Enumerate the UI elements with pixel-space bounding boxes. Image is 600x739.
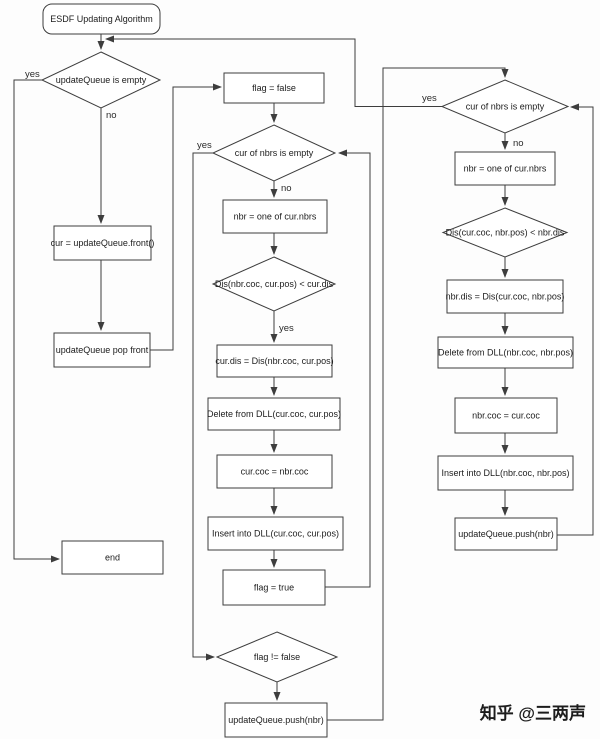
node-right-push-nbr: updateQueue.push(nbr) [454, 517, 558, 551]
edge-pop-front-to-flag-false [150, 83, 222, 351]
flag-true-box-shape [222, 569, 326, 606]
right-push-label: updateQueue.push(nbr) [458, 529, 554, 539]
node-mid-push-nbr: updateQueue.push(nbr) [224, 702, 328, 738]
node-pop-front: updateQueue pop front [53, 332, 151, 368]
cur-dis-label: cur.dis = Dis(nbr.coc, cur.pos) [215, 356, 333, 366]
node-start: ESDF Updating Algorithm [42, 3, 161, 35]
right-delete-label: Delete from DLL(nbr.coc, nbr.pos) [438, 348, 573, 358]
label-mid-nbrs-yes: yes [197, 140, 212, 151]
mid-push-label: updateQueue.push(nbr) [228, 715, 324, 725]
edge-push-mid-loop-to-right-nbrs [327, 67, 509, 721]
node-right-nbr-coc: nbr.coc = cur.coc [454, 397, 558, 434]
nbr-dis-box-shape [446, 279, 564, 314]
node-mid-flag-false: flag = false [223, 72, 325, 104]
flag-check-diamond-shape [215, 631, 339, 683]
cur-dis-box-shape [216, 344, 333, 378]
label-right-nbrs-no: no [513, 138, 524, 149]
start-terminator-shape [42, 3, 161, 35]
label-mid-dis-yes: yes [279, 323, 294, 334]
mid-delete-box-shape [207, 397, 341, 431]
node-mid-dis-decision: Dis(nbr.coc, cur.pos) < cur.dis [211, 256, 337, 312]
right-nbr-one-box-shape [454, 151, 556, 186]
end-label: end [105, 553, 120, 563]
mid-nbrs-label: cur of nbrs is empty [235, 148, 314, 158]
mid-dis-label: Dis(nbr.coc, cur.pos) < cur.dis [215, 279, 334, 289]
cur-coc-label: cur.coc = nbr.coc [241, 467, 309, 477]
right-insert-box-shape [437, 455, 574, 491]
flag-true-label: flag = true [254, 583, 294, 593]
mid-delete-label: Delete from DLL(cur.coc, cur.pos) [207, 409, 341, 419]
mid-dis-diamond-shape [211, 256, 337, 312]
flag-check-label: flag != false [254, 652, 300, 662]
edge-right-nbrs-yes-loop-to-top [105, 35, 442, 107]
node-end: end [61, 540, 164, 575]
flag-false-box-shape [223, 72, 325, 104]
end-box-shape [61, 540, 164, 575]
node-mid-flag-check-decision: flag != false [215, 631, 339, 683]
node-right-nbr-one: nbr = one of cur.nbrs [454, 151, 556, 186]
edges [13, 34, 594, 721]
mid-insert-label: Insert into DLL(cur.coc, cur.pos) [212, 529, 339, 539]
right-dis-label: Dis(cur.coc, nbr.pos) < nbr.dis [446, 228, 565, 238]
mid-nbrs-diamond-shape [211, 124, 337, 182]
node-mid-delete-dll: Delete from DLL(cur.coc, cur.pos) [207, 397, 341, 431]
branch-labels: yes no yes no yes yes no [25, 69, 524, 334]
right-nbr-one-label: nbr = one of cur.nbrs [464, 164, 547, 174]
label-mid-nbrs-no: no [281, 183, 292, 194]
node-right-nbrs-empty-decision: cur of nbrs is empty [440, 79, 570, 134]
right-nbrs-diamond-shape [440, 79, 570, 134]
edge-queue-empty-yes-to-end [13, 79, 60, 563]
mid-nbr-one-label: nbr = one of cur.nbrs [234, 212, 317, 222]
node-mid-insert-dll: Insert into DLL(cur.coc, cur.pos) [207, 516, 344, 551]
queue-empty-label: updateQueue is empty [56, 75, 147, 85]
edge-push-right-loop-to-right-nbrs [557, 103, 594, 536]
right-nbrs-label: cur of nbrs is empty [466, 102, 545, 112]
right-insert-label: Insert into DLL(nbr.coc, nbr.pos) [441, 468, 569, 478]
node-mid-flag-true: flag = true [222, 569, 326, 606]
mid-nbr-one-box-shape [222, 199, 328, 234]
start-label: ESDF Updating Algorithm [50, 14, 153, 24]
right-push-box-shape [454, 517, 558, 551]
nbr-coc-box-shape [454, 397, 558, 434]
node-right-insert-dll: Insert into DLL(nbr.coc, nbr.pos) [437, 455, 574, 491]
flag-false-label: flag = false [252, 83, 296, 93]
label-right-nbrs-yes: yes [422, 93, 437, 104]
node-right-dis-decision: Dis(cur.coc, nbr.pos) < nbr.dis [441, 207, 569, 258]
cur-coc-box-shape [216, 454, 333, 489]
node-queue-empty-decision: updateQueue is empty [40, 51, 162, 109]
nbr-coc-label: nbr.coc = cur.coc [472, 411, 540, 421]
label-queue-empty-no: no [106, 110, 117, 121]
cur-front-label: cur = updateQueue.front() [51, 238, 155, 248]
right-delete-box-shape [437, 336, 574, 369]
label-queue-empty-yes: yes [25, 69, 40, 80]
right-dis-diamond-shape [441, 207, 569, 258]
mid-push-box-shape [224, 702, 328, 738]
cur-front-box-shape [53, 225, 152, 261]
zhihu-watermark: 知乎 @三两声 [479, 703, 586, 723]
edge-flag-true-loop-to-mid-nbrs [325, 149, 371, 588]
nbr-dis-label: nbr.dis = Dis(cur.coc, nbr.pos) [446, 292, 565, 302]
node-right-nbr-dis: nbr.dis = Dis(cur.coc, nbr.pos) [446, 279, 565, 314]
pop-front-box-shape [53, 332, 151, 368]
node-mid-nbrs-empty-decision: cur of nbrs is empty [211, 124, 337, 182]
edge-mid-nbrs-yes-to-flag-check [192, 152, 215, 661]
node-mid-cur-coc: cur.coc = nbr.coc [216, 454, 333, 489]
pop-front-label: updateQueue pop front [56, 345, 149, 355]
node-mid-cur-dis: cur.dis = Dis(nbr.coc, cur.pos) [215, 344, 334, 378]
node-cur-front: cur = updateQueue.front() [51, 225, 155, 261]
queue-empty-diamond-shape [40, 51, 162, 109]
mid-insert-box-shape [207, 516, 344, 551]
node-mid-nbr-one: nbr = one of cur.nbrs [222, 199, 328, 234]
node-right-delete-dll: Delete from DLL(nbr.coc, nbr.pos) [437, 336, 574, 369]
